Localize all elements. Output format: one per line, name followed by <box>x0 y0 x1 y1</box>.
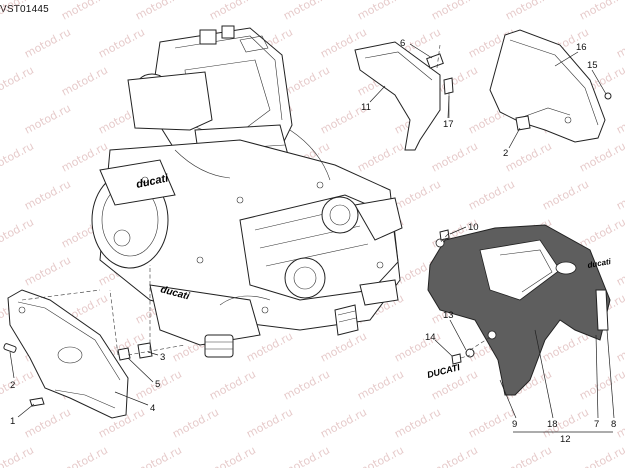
watermark-text: motod.ru <box>0 0 36 23</box>
screw-part-2 <box>3 343 17 353</box>
callout-17: 17 <box>443 119 454 130</box>
clip-part-2 <box>515 115 531 131</box>
watermark-text: motod.ru <box>503 443 554 468</box>
side-strip-part-8 <box>595 289 609 331</box>
callout-12: 12 <box>560 434 571 445</box>
screw-part-10 <box>439 229 450 241</box>
watermark-text: motod.ru <box>22 177 73 212</box>
lower-right-fairing <box>427 224 611 396</box>
watermark-text: motod.ru <box>0 367 36 402</box>
watermark-text: motod.ru <box>59 0 110 23</box>
watermark-text: motod.ru <box>429 0 480 23</box>
upper-right-cover <box>489 29 606 143</box>
callout-4: 4 <box>150 403 155 414</box>
watermark-text: motod.ru <box>392 405 443 440</box>
watermark-text: motod.ru <box>466 177 517 212</box>
watermark-text: motod.ru <box>577 367 625 402</box>
watermark-text: motod.ru <box>133 0 184 23</box>
watermark-text: motod.ru <box>22 25 73 60</box>
watermark-text: motod.ru <box>22 253 73 288</box>
callout-11: 11 <box>361 102 371 113</box>
watermark-text: motod.ru <box>207 0 258 23</box>
watermark-text: motod.ru <box>96 25 147 60</box>
callout-16: 16 <box>576 42 587 53</box>
watermark-text: motod.ru <box>355 139 406 174</box>
watermark-text: motod.ru <box>318 329 369 364</box>
watermark-text: motod.ru <box>207 367 258 402</box>
watermark-text: motod.ru <box>466 405 517 440</box>
watermark-text: motod.ru <box>59 443 110 468</box>
watermark-text: motod.ru <box>614 177 625 212</box>
spacer-part-5 <box>117 347 131 361</box>
watermark-text: motod.ru <box>0 443 36 468</box>
watermark-text: motod.ru <box>355 0 406 23</box>
watermark-text: motod.ru <box>22 405 73 440</box>
callout-1: 1 <box>10 416 15 427</box>
watermark-text: motod.ru <box>614 253 625 288</box>
screw-part-14 <box>451 353 462 365</box>
watermark-text: motod.ru <box>355 367 406 402</box>
watermark-text: motod.ru <box>540 177 591 212</box>
watermark-text: motod.ru <box>281 0 332 23</box>
watermark-text: motod.ru <box>0 215 36 250</box>
sticker-ducati-right: ducati <box>587 257 613 270</box>
watermark-text: motod.ru <box>355 443 406 468</box>
watermark-text: motod.ru <box>577 215 625 250</box>
watermark-text: motod.ru <box>614 329 625 364</box>
callout-14: 14 <box>425 332 436 343</box>
watermark-text: motod.ru <box>22 101 73 136</box>
callout-3: 3 <box>160 352 165 363</box>
watermark-text: motod.ru <box>318 405 369 440</box>
watermark-text: motod.ru <box>614 101 625 136</box>
callout-2: 2 <box>10 380 15 391</box>
watermark-text: motod.ru <box>429 443 480 468</box>
callout-7: 7 <box>594 419 599 430</box>
watermark-text: motod.ru <box>207 443 258 468</box>
engine-assembly <box>91 25 403 358</box>
callout-2: 2 <box>503 148 508 159</box>
callout-9: 9 <box>512 419 517 430</box>
leader-lines <box>9 43 615 419</box>
watermark-text: motod.ru <box>392 177 443 212</box>
callout-6: 6 <box>400 38 405 49</box>
callout-18: 18 <box>547 419 558 430</box>
callout-10: 10 <box>468 222 479 233</box>
screw-part-15 <box>604 92 612 100</box>
washer-part-13 <box>465 348 475 358</box>
left-lower-cover <box>7 289 129 419</box>
watermark-text: motod.ru <box>170 405 221 440</box>
watermark-text: motod.ru <box>0 139 36 174</box>
callout-15: 15 <box>587 60 598 71</box>
watermark-text: motod.ru <box>281 443 332 468</box>
callout-labels: 1 2 2 3 4 5 6 7 8 9 10 11 12 13 14 15 16… <box>10 38 616 445</box>
watermark-text: motod.ru <box>244 405 295 440</box>
screw-part-1 <box>29 397 45 407</box>
screw-part-17 <box>443 77 454 95</box>
watermark-text: motod.ru <box>0 63 36 98</box>
drawing-code: VST01445 <box>0 4 49 15</box>
callout-8: 8 <box>611 419 616 430</box>
callout-5: 5 <box>155 379 160 390</box>
watermark-text: motod.ru <box>614 25 625 60</box>
watermark-text: motod.ru <box>281 63 332 98</box>
watermark-text: motod.ru <box>281 367 332 402</box>
watermark-text: motod.ru <box>577 443 625 468</box>
watermark-text: motod.ru <box>133 443 184 468</box>
watermark-text: motod.ru <box>429 139 480 174</box>
watermark-text: motod.ru <box>577 0 625 23</box>
watermark-text: motod.ru <box>577 139 625 174</box>
bushing-part-3 <box>137 342 153 359</box>
watermark-text: motod.ru <box>503 0 554 23</box>
watermark-text: motod.ru <box>59 63 110 98</box>
callout-13: 13 <box>443 310 454 321</box>
